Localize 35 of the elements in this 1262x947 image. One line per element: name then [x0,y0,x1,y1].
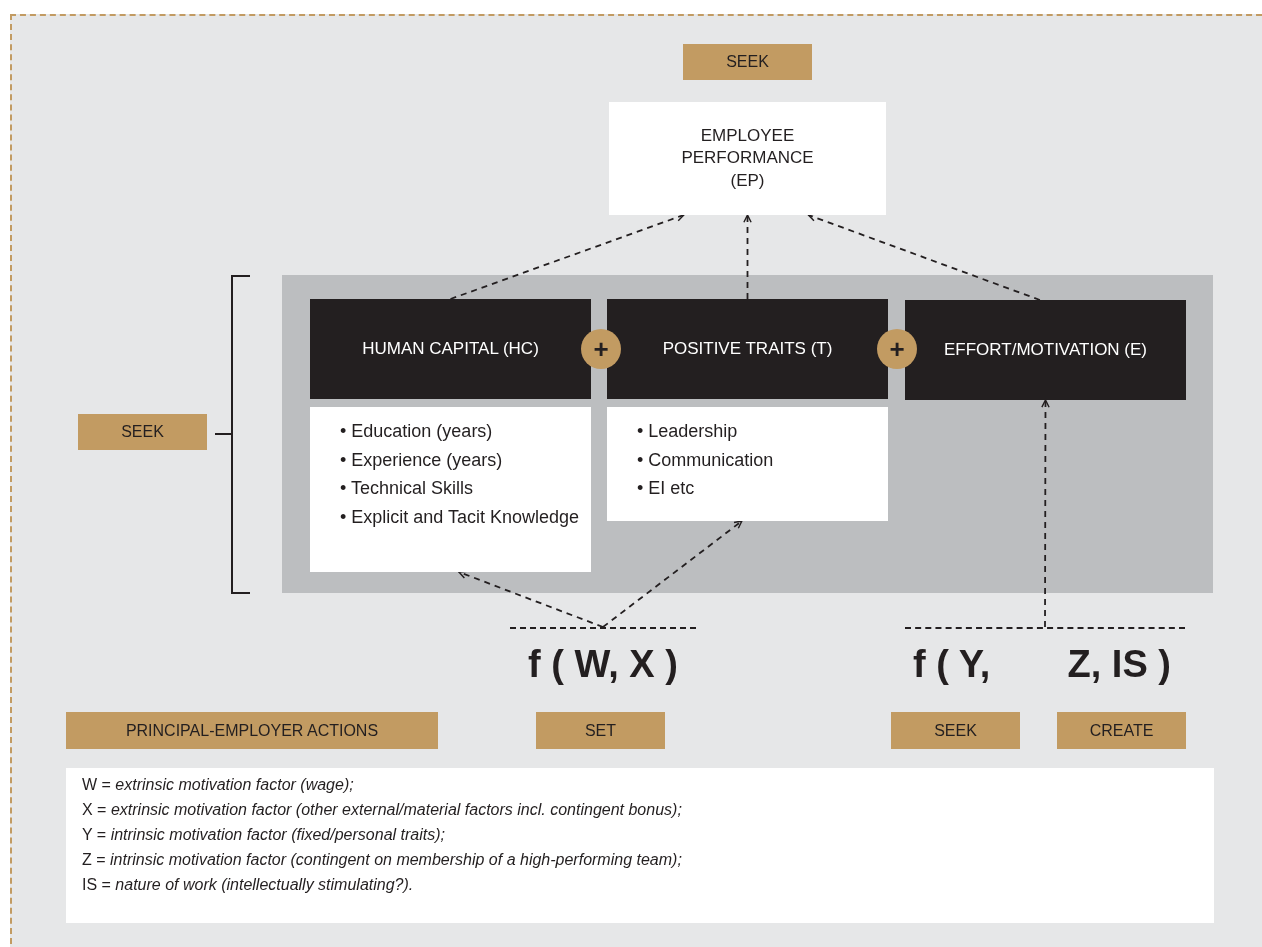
label-tag: SEEK [683,44,812,80]
arrow [743,214,752,300]
list-item: • Experience (years) [340,449,504,472]
grouping-panel [282,275,1213,593]
list-item: • Education (years) [340,421,494,443]
label-tag: PRINCIPAL-EMPLOYER ACTIONS [66,712,438,749]
function-text: Z, IS ) [1067,643,1171,686]
definitions-box [66,768,1214,923]
definition-text: W = extrinsic motivation factor (wage); [82,776,354,794]
arrow [458,570,604,628]
list-item: • Leadership [637,421,739,443]
definition-text: Z = intrinsic motivation factor (contingent on membership of a high-performing team); [82,851,682,869]
arrow [1041,399,1050,628]
arrow [807,213,1041,301]
list-item: • Explicit and Tacit Knowledge [340,506,581,529]
component-box: EFFORT/MOTIVATION (E) [905,300,1186,400]
list-item: • EI etc [637,478,696,500]
list-item: • Communication [637,449,775,472]
function-text: f ( W, X ) [527,643,679,686]
component-box: POSITIVE TRAITS (T) [607,299,888,399]
definition-text: X = extrinsic motivation factor (other external/material factors incl. contingent bonus); [82,801,682,819]
label-tag: CREATE [1057,712,1186,749]
list-box [310,407,591,572]
list-item: • Technical Skills [340,478,475,500]
arrow [449,213,685,300]
component-box: HUMAN CAPITAL (HC) [310,299,591,399]
label-tag: SET [536,712,665,749]
arrow [602,520,743,628]
label-tag: SEEK [891,712,1020,749]
list-box [607,407,888,521]
definition-text: Y = intrinsic motivation factor (fixed/personal traits); [82,826,445,844]
label-tag: SEEK [78,414,207,450]
outcome-box: EMPLOYEE PERFORMANCE (EP) [609,102,886,215]
definition-text: IS = nature of work (intellectually stimulating?). [82,876,414,894]
function-text: f ( Y, [913,643,991,686]
